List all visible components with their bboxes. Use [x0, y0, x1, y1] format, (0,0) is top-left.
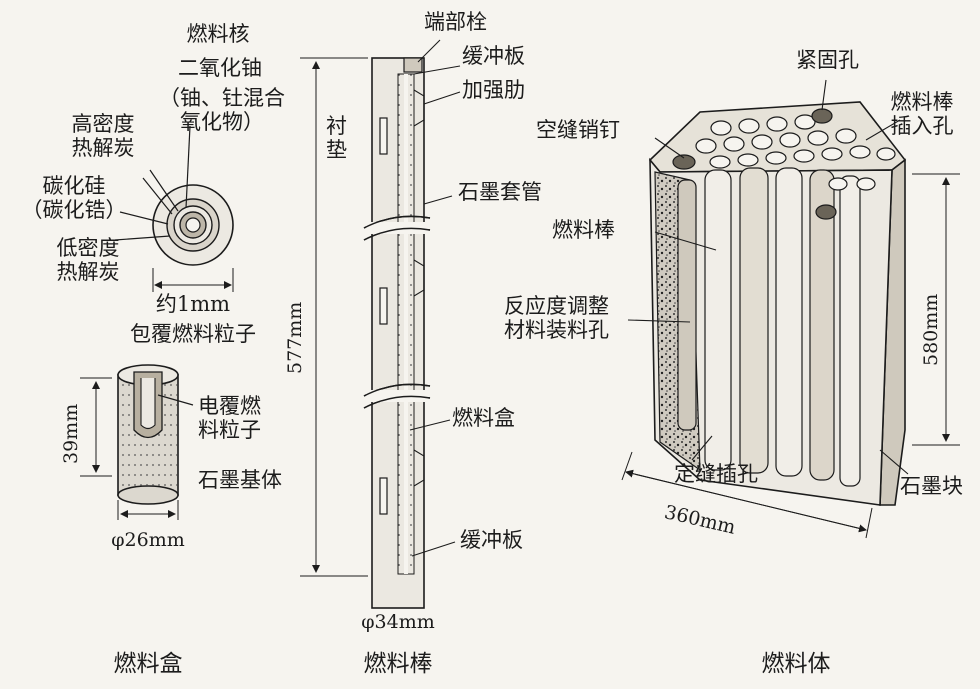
graphite-sleeve-label: 石墨套管 — [458, 180, 542, 204]
gap-dowel-label: 空缝销钉 — [536, 118, 620, 142]
rod-insertion-hole-label: 燃料棒 插入孔 — [890, 90, 954, 138]
liner-label: 衬 垫 — [326, 114, 347, 162]
fuel-compact-figure — [80, 364, 194, 520]
reinforcing-rib-label: 加强肋 — [462, 78, 525, 102]
coated-particle-figure — [114, 125, 234, 292]
fuel-rod-label: 燃料棒 — [552, 218, 615, 242]
coated-particle-label: 包覆燃料粒子 — [130, 322, 256, 346]
fuel-block-figure — [621, 79, 960, 539]
graphite-block-label: 石墨块 — [900, 474, 963, 498]
graphite-matrix-label: 石墨基体 — [198, 468, 282, 492]
uo2-label: 二氧化铀 — [178, 56, 262, 80]
hd-pyc-label: 高密度 热解炭 — [71, 112, 135, 160]
fastening-hole-label: 紧固孔 — [796, 48, 859, 72]
block-height-dim: 580mm — [920, 293, 942, 366]
rod-diameter-dim: φ34mm — [361, 611, 435, 633]
about-1mm-label: 约1mm — [155, 292, 231, 316]
mixed-oxide-label: （铀、钍混合 氧化物） — [159, 86, 285, 134]
locating-hole-label: 定缝插孔 — [674, 462, 758, 486]
fuel-kernel-label: 燃料核 — [186, 22, 250, 46]
reactivity-hole-label: 反应度调整 材料装料孔 — [504, 294, 609, 342]
sic-label: 碳化硅 （碳化锆） — [21, 174, 127, 222]
rod-length-dim: 577mm — [284, 301, 306, 374]
fuel-rod-figure — [300, 39, 461, 609]
caption-fuel-rod: 燃料棒 — [363, 651, 433, 677]
compact-particle-label: 电覆燃 料粒子 — [198, 394, 261, 442]
caption-fuel-box: 燃料盒 — [113, 651, 183, 677]
buffer-plate-bottom-label: 缓冲板 — [460, 528, 523, 552]
caption-fuel-element: 燃料体 — [761, 651, 831, 677]
compact-height-dim: 39mm — [60, 403, 82, 464]
end-plug-label: 端部栓 — [424, 10, 487, 34]
fuel-box-label: 燃料盒 — [452, 406, 515, 430]
compact-diameter-dim: φ26mm — [111, 529, 185, 551]
ld-pyc-label: 低密度 热解炭 — [56, 236, 120, 284]
buffer-plate-top-label: 缓冲板 — [462, 44, 525, 68]
